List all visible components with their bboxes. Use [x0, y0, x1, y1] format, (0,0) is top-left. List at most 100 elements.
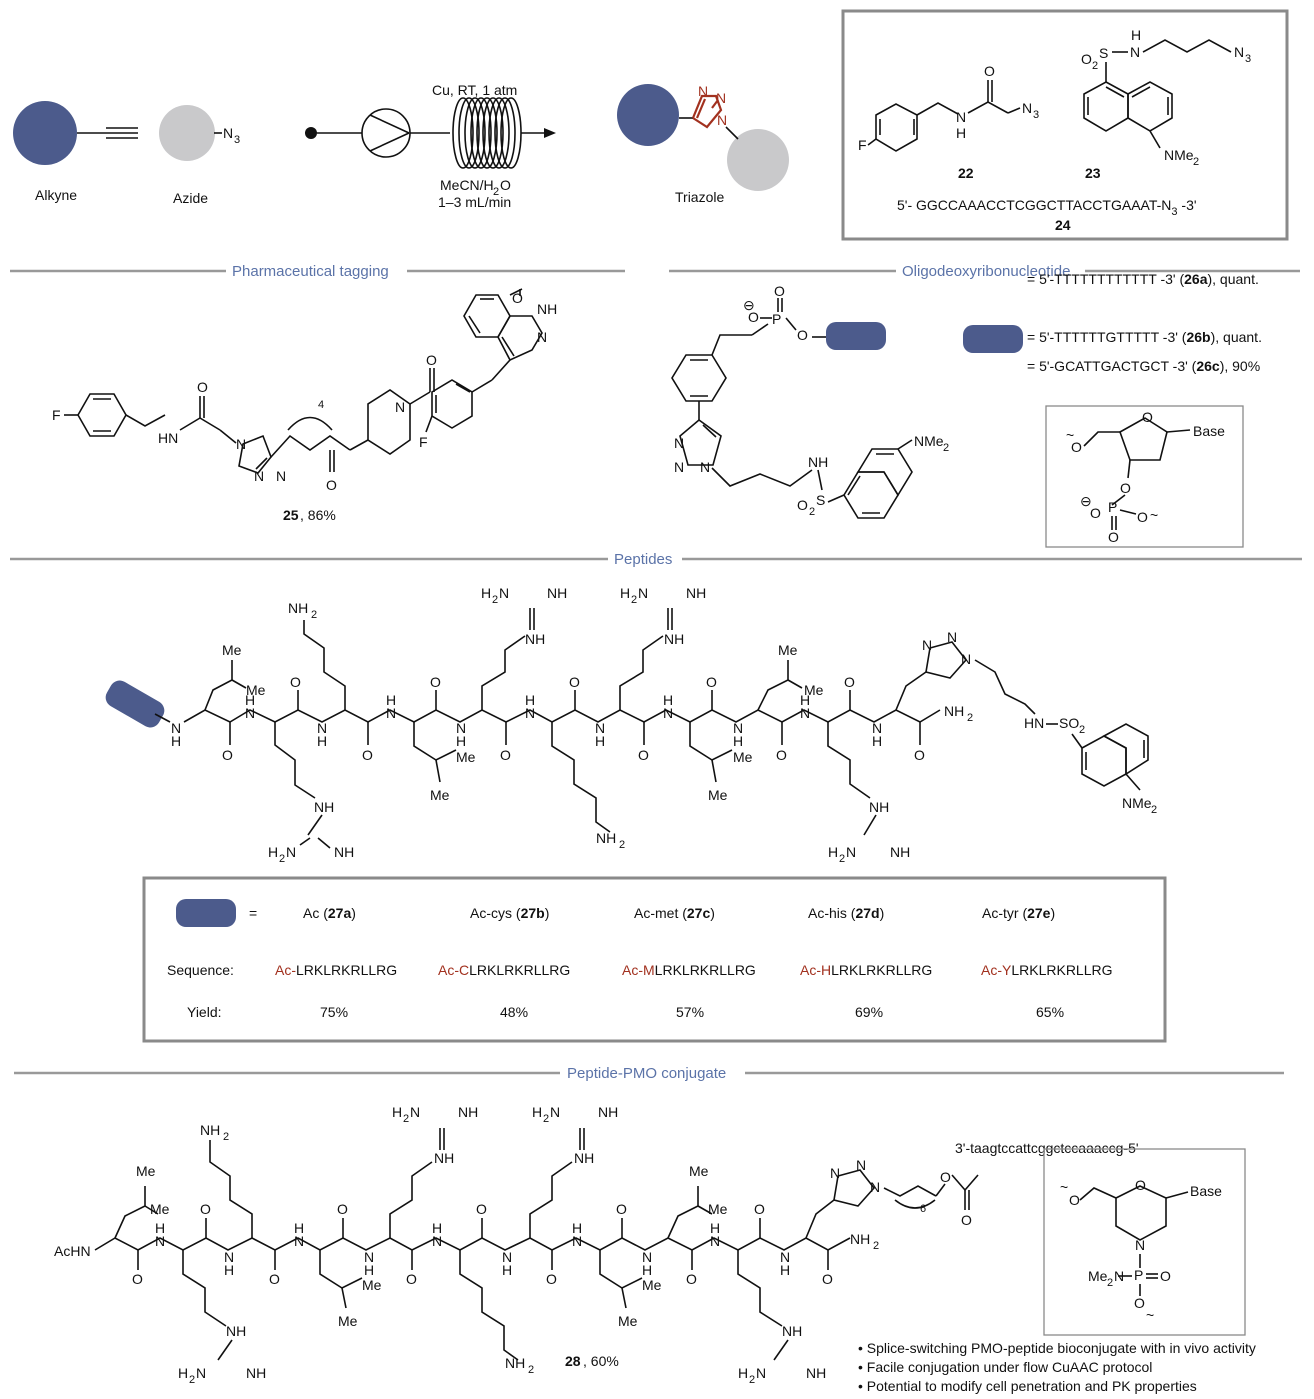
svg-text:N: N	[171, 720, 181, 736]
svg-text:NH: NH	[537, 301, 557, 317]
svg-text:Base: Base	[1193, 423, 1225, 439]
azide-label: Azide	[173, 190, 208, 206]
svg-text:Me: Me	[642, 1277, 662, 1293]
svg-text:, 60%: , 60%	[583, 1353, 619, 1369]
svg-text:2: 2	[749, 1374, 755, 1386]
svg-text:NH: NH	[664, 631, 684, 647]
svg-text:HN: HN	[1024, 715, 1044, 731]
svg-text:3: 3	[1033, 109, 1039, 121]
svg-text:N: N	[386, 705, 396, 721]
svg-text:Ac-met (27c): Ac-met (27c)	[634, 905, 715, 921]
svg-text:H: H	[456, 733, 466, 749]
svg-text:N: N	[537, 329, 547, 345]
svg-text:HN: HN	[158, 430, 178, 446]
svg-text:S: S	[1099, 45, 1108, 61]
reaction-scheme: Alkyne N 3 Azide Cu, RT, 1 atm MeCN/H 2 …	[13, 82, 789, 210]
svg-text:O: O	[512, 290, 523, 306]
svg-text:N: N	[572, 1233, 582, 1249]
svg-text:N: N	[780, 1249, 790, 1265]
svg-text:N: N	[674, 459, 684, 475]
yield-27e: 65%	[1036, 1004, 1064, 1020]
arrow-head-icon	[544, 128, 556, 138]
peptide-27-structure: N H N H N H N H N H N H N H N H N H N H …	[105, 585, 1157, 865]
svg-text:Ac-his (27d): Ac-his (27d)	[808, 905, 884, 921]
svg-text:O: O	[362, 747, 373, 763]
svg-text:1–3 mL/min: 1–3 mL/min	[438, 194, 511, 210]
svg-text:N: N	[196, 1365, 206, 1381]
dna-sequence-24: 5'- GGCCAAACCTCGGCTTACCTGAAAT-N3 -3'	[897, 197, 1197, 218]
svg-text:Oligodeoxyribonucleotide: Oligodeoxyribonucleotide	[902, 263, 1070, 280]
svg-text:N: N	[1114, 1268, 1124, 1284]
svg-text:H: H	[481, 585, 491, 601]
svg-text:O: O	[1069, 1192, 1080, 1208]
odn-row-26b: = 5'-TTTTTTGTTTTT -3' (26b), quant.	[1027, 329, 1262, 345]
svg-text:Me: Me	[733, 749, 753, 765]
svg-text:Ac-cys (27b): Ac-cys (27b)	[470, 905, 549, 921]
svg-text:Me: Me	[430, 787, 450, 803]
table-header-27e: Ac-tyr (27e)	[982, 905, 1055, 921]
svg-text:2: 2	[528, 1364, 534, 1376]
svg-text:O: O	[222, 747, 233, 763]
svg-text:3: 3	[1245, 53, 1251, 65]
svg-text:Me: Me	[338, 1313, 358, 1329]
svg-text:F: F	[52, 407, 61, 423]
svg-text:NMe: NMe	[1164, 147, 1194, 163]
svg-text:N: N	[595, 720, 605, 736]
bullet-1: • Splice-switching PMO-peptide bioconjug…	[858, 1340, 1256, 1356]
section-pharma-header: Pharmaceutical tagging	[10, 263, 625, 280]
svg-text:NH: NH	[808, 454, 828, 470]
peptide-tag	[105, 680, 165, 728]
svg-text:28: 28	[565, 1353, 581, 1369]
svg-text:O: O	[500, 177, 511, 193]
svg-text:2: 2	[1107, 1277, 1113, 1289]
svg-text:N: N	[245, 705, 255, 721]
inlet-dot	[305, 127, 317, 139]
svg-text:O: O	[1081, 51, 1092, 67]
svg-text:H: H	[392, 1104, 402, 1120]
svg-text:N: N	[155, 1233, 165, 1249]
svg-text:O: O	[1090, 505, 1101, 521]
svg-text:Me: Me	[1088, 1268, 1108, 1284]
svg-text:O: O	[961, 1212, 972, 1228]
alkyne-ball	[13, 101, 77, 165]
svg-text:6: 6	[920, 1203, 926, 1215]
svg-text:N: N	[1135, 1237, 1145, 1253]
svg-text:O: O	[1137, 509, 1148, 525]
svg-text:O: O	[984, 63, 995, 79]
svg-text:O: O	[748, 309, 759, 325]
svg-text:N: N	[499, 585, 509, 601]
svg-text:N: N	[716, 90, 726, 106]
svg-text:H: H	[155, 1220, 165, 1236]
svg-text:~: ~	[1146, 1307, 1154, 1323]
svg-text:H: H	[502, 1262, 512, 1278]
svg-text:2: 2	[189, 1374, 195, 1386]
svg-text:S: S	[816, 492, 825, 508]
sequence-27b: Ac-CLRKLRKRLLRG	[438, 962, 570, 978]
svg-text:H: H	[733, 733, 743, 749]
svg-text:O: O	[269, 1271, 280, 1287]
svg-text:NH: NH	[944, 703, 964, 719]
svg-text:O: O	[1160, 1268, 1171, 1284]
table-header-27b: Ac-cys (27b)	[470, 905, 549, 921]
svg-text:O: O	[132, 1271, 143, 1287]
svg-text:Peptides: Peptides	[614, 551, 672, 568]
svg-text:O: O	[1071, 439, 1082, 455]
svg-text:3: 3	[234, 134, 240, 146]
svg-text:N: N	[947, 629, 957, 645]
svg-text:H: H	[178, 1365, 188, 1381]
svg-text:N: N	[717, 112, 727, 128]
svg-text:O: O	[406, 1271, 417, 1287]
svg-text:2: 2	[839, 853, 845, 865]
table-tag	[176, 899, 236, 927]
svg-text:H: H	[710, 1220, 720, 1236]
svg-text:NH: NH	[314, 799, 334, 815]
svg-text:Me: Me	[222, 642, 242, 658]
svg-text:2: 2	[1151, 804, 1157, 816]
odn-row-26a: = 5'-TTTTTTTTTTTT -3' (26a), quant.	[1027, 271, 1259, 287]
svg-text:F: F	[419, 434, 428, 450]
svg-text:2: 2	[967, 712, 973, 724]
svg-text:NH: NH	[288, 600, 308, 616]
odn-structure: ⊖ O P O O N N N NH O 2 S NMe 2	[671, 271, 1262, 548]
svg-text:H: H	[364, 1262, 374, 1278]
